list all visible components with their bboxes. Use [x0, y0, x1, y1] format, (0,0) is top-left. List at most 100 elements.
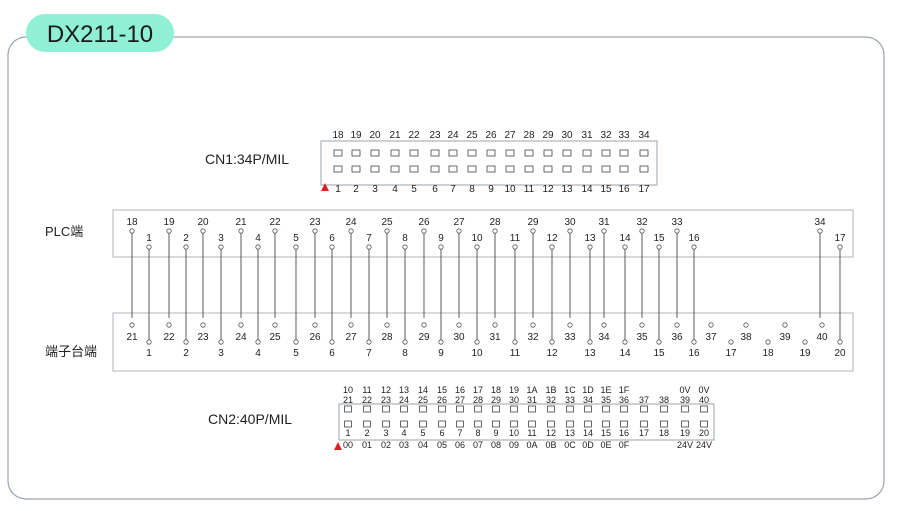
- cn2-bottom-signal-label: 07: [473, 440, 483, 450]
- cn2-bottom-pin: [547, 420, 555, 428]
- terminal-top-screw: [348, 322, 354, 328]
- cn1-bottom-pin-label: 8: [469, 184, 475, 195]
- cn2-bottom-pin: [419, 420, 427, 428]
- plc-top-terminal: [166, 228, 172, 234]
- plc-bottom-terminal: [183, 244, 189, 250]
- cn1-top-pin-label: 23: [429, 130, 441, 141]
- terminal-top-label: 40: [816, 332, 828, 343]
- cn2-bottom-signal-label: 0C: [564, 440, 576, 450]
- cn2-top-pin: [640, 405, 648, 413]
- cn2-bottom-pin: [528, 420, 536, 428]
- plc-top-terminal-label: 19: [163, 217, 175, 228]
- terminal-bottom-screw: [438, 339, 444, 345]
- cn2-top-pin-label: 33: [565, 395, 575, 405]
- main-panel: [7, 36, 885, 500]
- cn2-top-pin-label: 38: [659, 395, 669, 405]
- cn2-top-pin-label: 37: [639, 395, 649, 405]
- cn1-bottom-pin: [619, 165, 629, 173]
- cn1-top-pin-label: 34: [638, 130, 650, 141]
- cn2-top-pin-label: 24: [399, 395, 409, 405]
- terminal-bottom-label: 11: [510, 348, 521, 359]
- cn1-top-pin-label: 18: [332, 130, 344, 141]
- cn1-bottom-pin-label: 5: [411, 184, 417, 195]
- cn2-top-signal-label: 1E: [600, 385, 611, 395]
- plc-top-terminal: [312, 228, 318, 234]
- terminal-top-label: 22: [163, 332, 175, 343]
- terminal-top-screw: [492, 322, 498, 328]
- terminal-top-screw: [384, 322, 390, 328]
- terminal-bottom-screw: [218, 339, 224, 345]
- plc-top-terminal: [674, 228, 680, 234]
- cn2-top-signal-label: 0V: [698, 385, 709, 395]
- cn2-top-signal-label: 1A: [526, 385, 537, 395]
- cn2-bottom-signal-label: 01: [362, 440, 372, 450]
- cn1-bottom-pin: [390, 165, 400, 173]
- cn1-bottom-pin: [430, 165, 440, 173]
- cn1-bottom-pin: [582, 165, 592, 173]
- cn2-top-pin: [382, 405, 390, 413]
- cn2-top-pin-label: 30: [509, 395, 519, 405]
- terminal-top-label: 33: [564, 332, 576, 343]
- cn1-top-pin: [601, 149, 611, 157]
- cn1-top-pin: [409, 149, 419, 157]
- cn1-label: CN1:34P/MIL: [205, 151, 289, 167]
- cn2-bottom-signal-label: 03: [399, 440, 409, 450]
- cn2-bottom-pin: [456, 420, 464, 428]
- cn1-top-pin: [524, 149, 534, 157]
- cn2-pin-group: 1021100112220112233021324403142550415266…: [343, 385, 712, 450]
- plc-top-terminal-label: 32: [636, 217, 648, 228]
- plc-top-terminal: [639, 228, 645, 234]
- cn2-bottom-signal-label: 05: [437, 440, 447, 450]
- cn2-top-signal-label: 13: [399, 385, 409, 395]
- plc-bottom-terminal-label: 14: [619, 233, 631, 244]
- cn2-bottom-pin-label: 8: [475, 428, 480, 438]
- cn2-top-signal-label: 17: [473, 385, 483, 395]
- plc-bottom-terminal-label: 10: [471, 233, 483, 244]
- cn1-top-pin-label: 32: [600, 130, 612, 141]
- cn2-bottom-pin-label: 16: [619, 428, 629, 438]
- cn2-top-pin-label: 28: [473, 395, 483, 405]
- plc-bottom-terminal-label: 5: [293, 233, 299, 244]
- terminal-bottom-screw: [765, 339, 771, 345]
- plc-top-terminal-label: 18: [126, 217, 138, 228]
- terminal-top-screw: [421, 322, 427, 328]
- cn2-bottom-pin-label: 3: [383, 428, 388, 438]
- cn2-bottom-pin-label: 10: [509, 428, 519, 438]
- cn1-bottom-pin-label: 11: [524, 184, 535, 195]
- cn1-bottom-pin-label: 2: [353, 184, 359, 195]
- cn2-top-signal-label: 0V: [679, 385, 690, 395]
- cn2-top-pin-label: 32: [546, 395, 556, 405]
- cn2-bottom-pin: [382, 420, 390, 428]
- terminal-top-label: 32: [527, 332, 539, 343]
- plc-top-terminal-label: 25: [381, 217, 393, 228]
- cn1-top-pin-label: 25: [466, 130, 478, 141]
- plc-top-terminal-label: 28: [489, 217, 501, 228]
- terminal-side-label: 端子台端: [45, 344, 97, 359]
- plc-top-terminal-label: 22: [269, 217, 281, 228]
- cn1-bottom-pin: [543, 165, 553, 173]
- cn2-top-pin: [474, 405, 482, 413]
- cn1-top-pin: [467, 149, 477, 157]
- terminal-bottom-label: 18: [762, 348, 774, 359]
- cn1-top-pin: [619, 149, 629, 157]
- cn2-top-pin-label: 21: [343, 395, 353, 405]
- plc-top-terminal-label: 30: [564, 217, 576, 228]
- cn1-top-pin-label: 31: [581, 130, 593, 141]
- plc-bottom-terminal-label: 7: [366, 233, 372, 244]
- cn2-top-signal-label: 14: [418, 385, 428, 395]
- cn2-top-pin-label: 26: [437, 395, 447, 405]
- cn1-bottom-pin-label: 10: [504, 184, 516, 195]
- terminal-top-screw: [272, 322, 278, 328]
- terminal-bottom-screw: [802, 339, 808, 345]
- cn2-bottom-pin-label: 18: [659, 428, 669, 438]
- terminal-top-screw: [567, 322, 573, 328]
- cn2-top-signal-label: 16: [455, 385, 465, 395]
- plc-bottom-terminal: [146, 244, 152, 250]
- cn2-top-pin-label: 25: [418, 395, 428, 405]
- cn1-bottom-pin: [524, 165, 534, 173]
- cn2-bottom-pin-label: 14: [583, 428, 593, 438]
- cn2-bottom-pin-label: 5: [420, 428, 425, 438]
- cn2-bottom-signal-label: 0D: [582, 440, 594, 450]
- cn2-bottom-pin-label: 2: [364, 428, 369, 438]
